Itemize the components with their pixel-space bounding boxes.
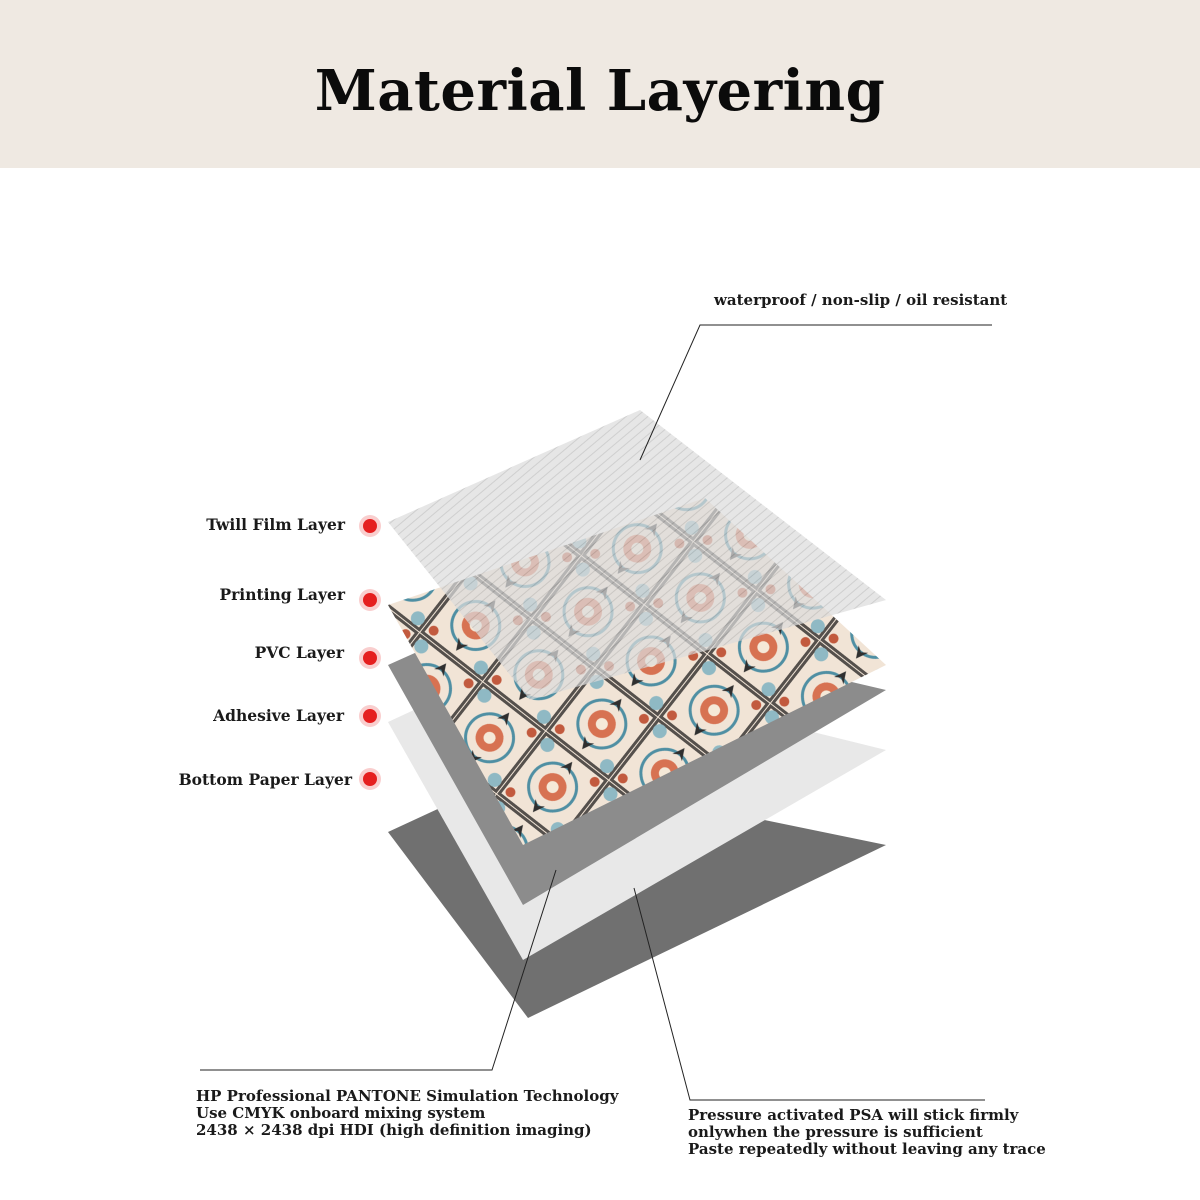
marker-dot-pvc	[363, 651, 377, 665]
bottom-right-callout-line: Pressure activated PSA will stick firmly	[688, 1106, 1019, 1124]
marker-dot-printing	[363, 593, 377, 607]
marker-dot-adhesive	[363, 709, 377, 723]
layer-label-adhesive: Adhesive Layer	[213, 706, 344, 725]
page-title: Material Layering	[314, 58, 886, 124]
bottom-right-callout-text: Pressure activated PSA will stick firmly…	[688, 1107, 1046, 1158]
top-callout-line: waterproof / non-slip / oil resistant	[714, 291, 1008, 309]
bottom-left-callout-text: HP Professional PANTONE Simulation Techn…	[196, 1088, 618, 1139]
bottom-left-callout-leader	[200, 869, 557, 1071]
twill-film-layer-sheet	[388, 410, 886, 700]
header-band	[0, 0, 1200, 168]
bottom-right-callout-leader	[633, 887, 985, 1101]
bottom-right-callout-line: Paste repeatedly without leaving any tra…	[688, 1140, 1046, 1158]
layer-label-bottom-paper: Bottom Paper Layer	[178, 770, 352, 789]
top-callout-leader	[639, 324, 992, 461]
bottom-left-callout-line: HP Professional PANTONE Simulation Techn…	[196, 1087, 619, 1105]
marker-dot-twill-film	[363, 519, 377, 533]
bottom-left-callout-line: Use CMYK onboard mixing system	[196, 1104, 486, 1122]
marker-dot-bottom-paper	[363, 772, 377, 786]
bottom-right-callout-line: onlywhen the pressure is sufficient	[688, 1123, 983, 1141]
bottom-left-callout-line: 2438 × 2438 dpi HDI (high definition ima…	[196, 1121, 592, 1139]
layer-label-twill-film: Twill Film Layer	[206, 515, 345, 534]
layer-label-printing: Printing Layer	[219, 585, 345, 604]
layer-label-pvc: PVC Layer	[254, 643, 344, 662]
top-callout-text: waterproof / non-slip / oil resistant	[714, 292, 1007, 309]
